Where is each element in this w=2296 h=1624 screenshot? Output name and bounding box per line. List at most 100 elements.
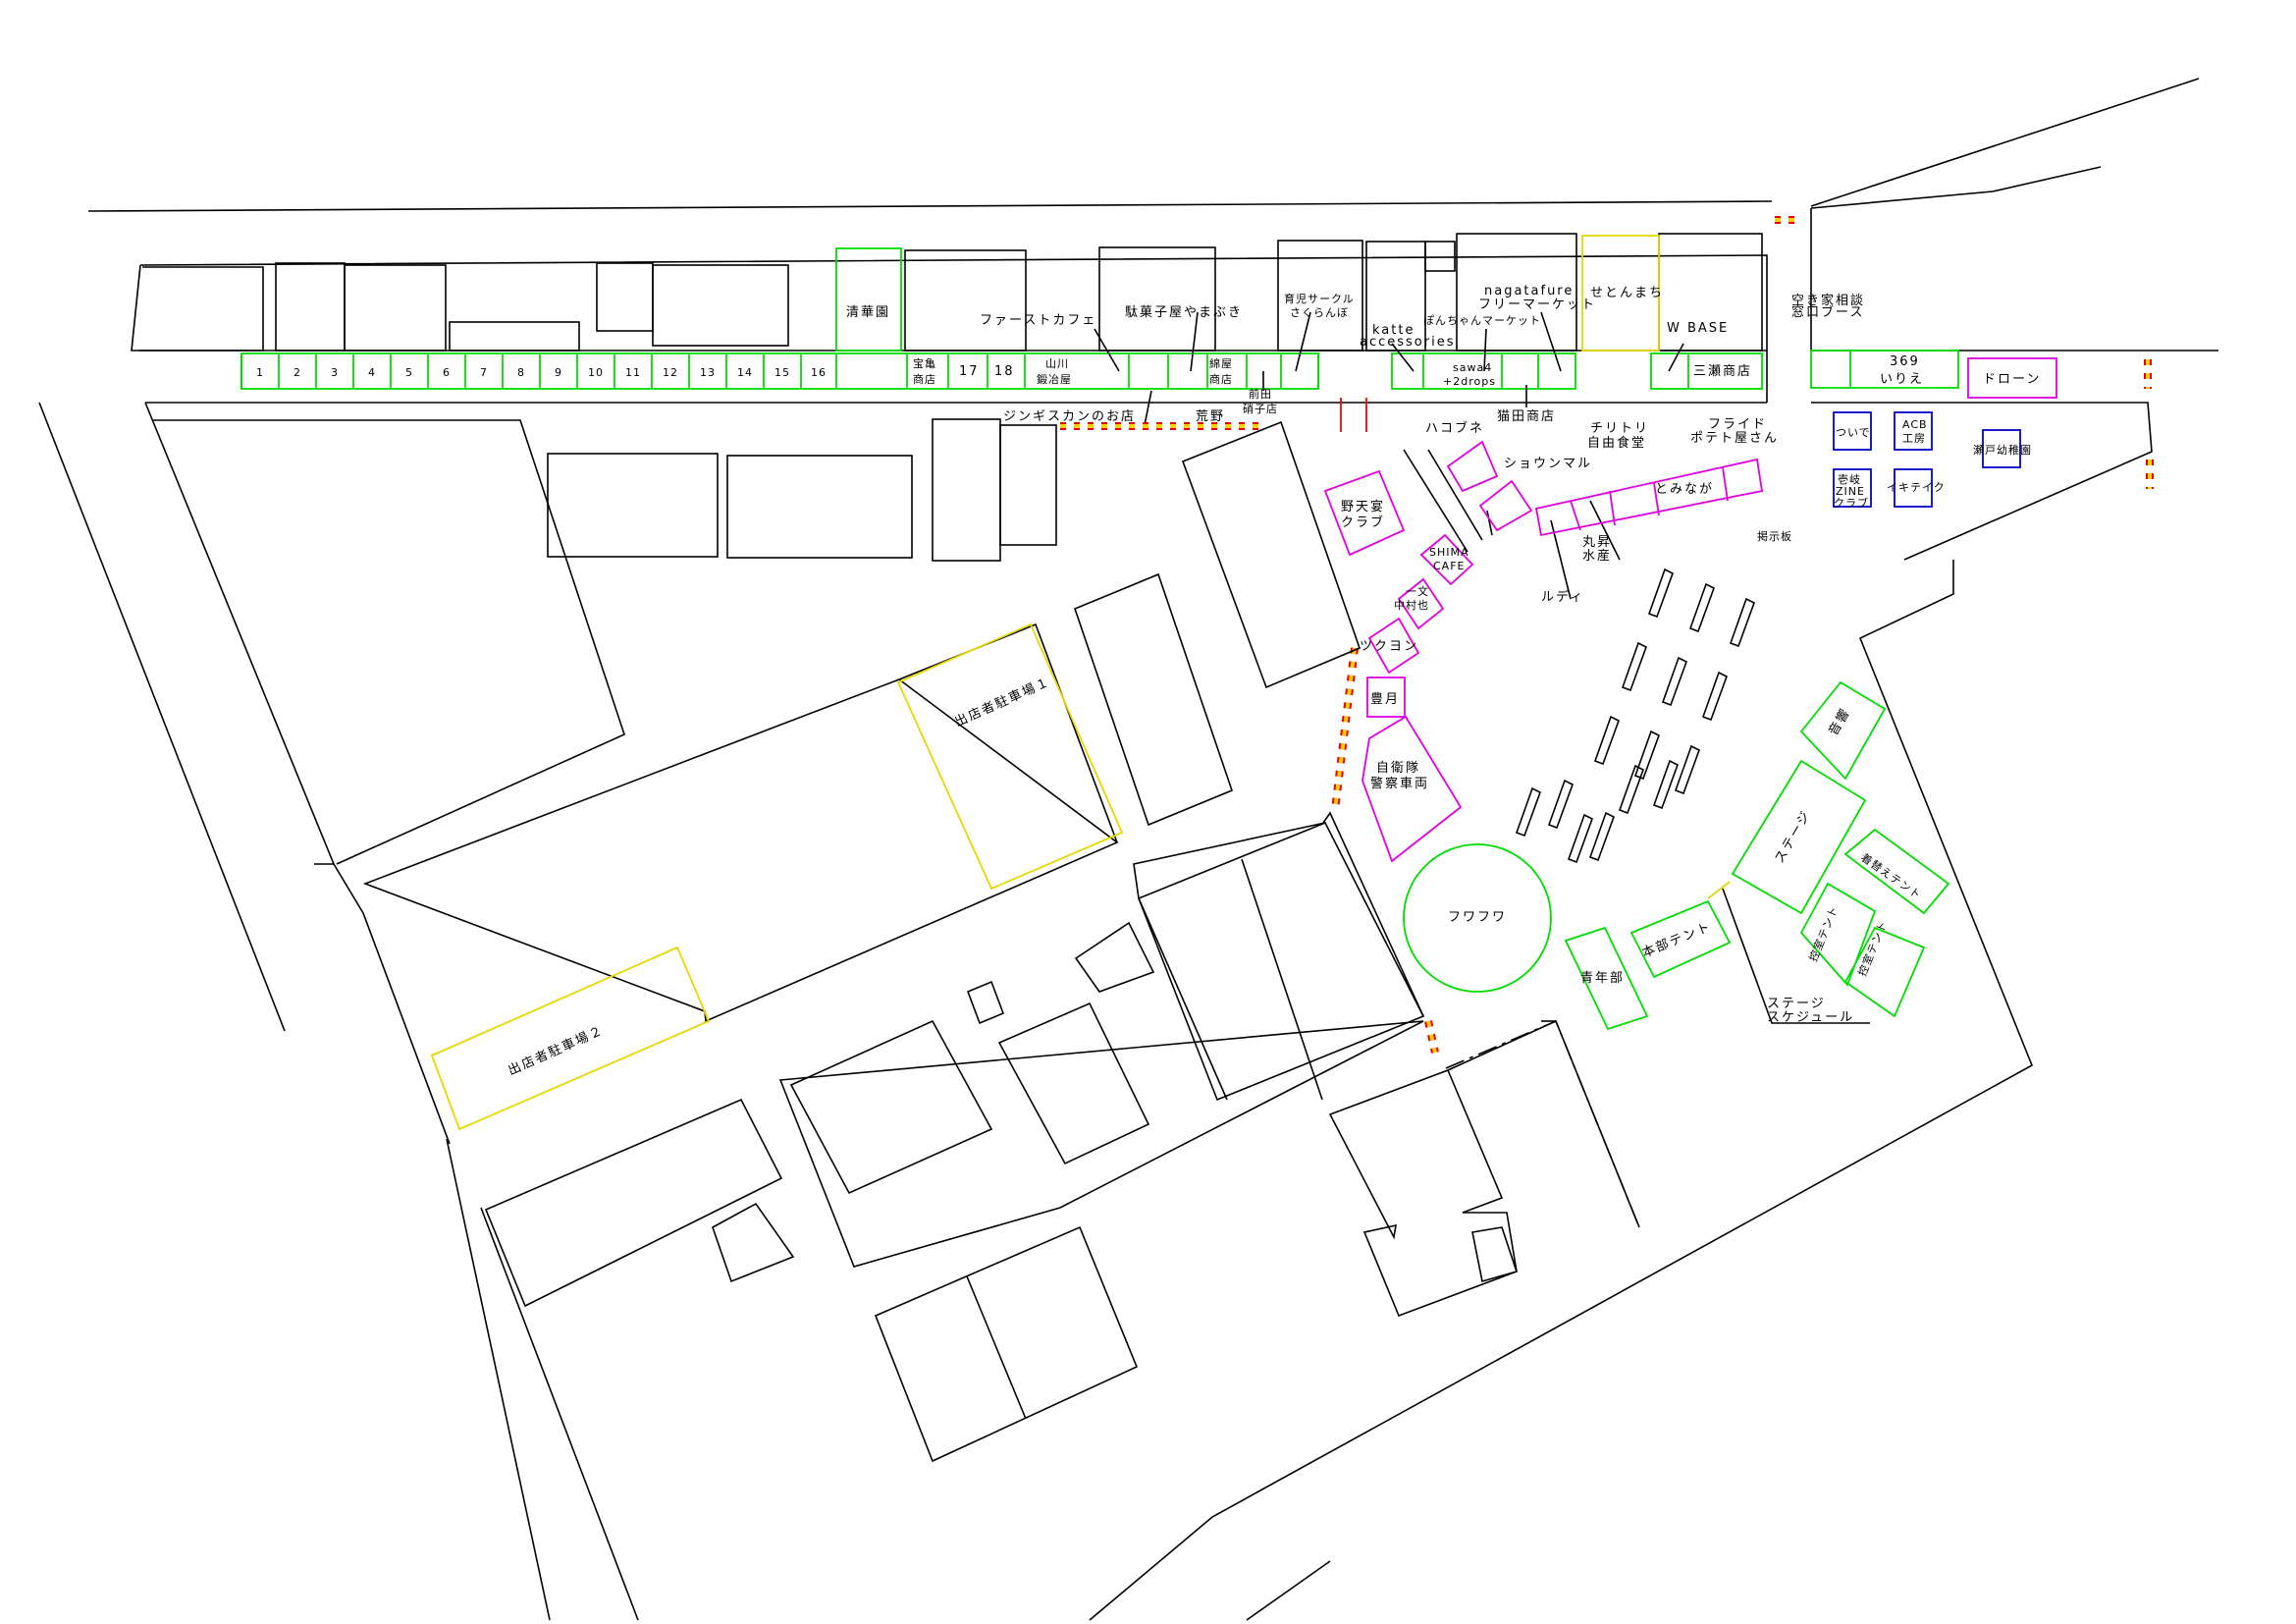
fried-line1: フライド [1708,417,1767,432]
stall-17: 17 [959,364,980,379]
nagatafure-line2: フリーマーケット [1478,298,1596,312]
watoya-line1: 綿屋 [1209,356,1233,370]
hodo-label: 音響 [1826,705,1854,738]
fuwafuwa-label: フワフワ [1448,910,1507,925]
dagashi-label: 駄菓子屋やまぶき [1125,305,1243,320]
stall-number-11: 11 [625,366,641,379]
drone-label: ドローン [1983,372,2041,387]
shima-line1: SHIMA [1429,546,1469,559]
wbase-label: W BASE [1667,321,1729,336]
road-lines [38,78,2218,1621]
jieitai-line2: 警察車両 [1370,776,1429,791]
maeda-line1: 前田 [1249,387,1272,401]
iriye-line1: 369 [1890,354,1920,369]
hogetsu-label: 豊月 [1370,692,1400,707]
nagatafure-line1: nagatafure [1484,284,1574,298]
iriye-line2: いりえ [1880,372,1924,387]
iki-zine-line3: クラブ [1834,496,1869,510]
sawa4-line2: +2drops [1443,375,1496,388]
seikaen-label: 清華園 [846,305,890,320]
katte-line1: katte [1372,323,1415,338]
parking-1-label: 出店者駐車場１ [953,675,1053,730]
iki-zine-line1: 壱岐 [1838,472,1861,486]
stall-number-1: 1 [256,366,264,379]
ponchan-label: ぽんちゃんマーケット [1423,314,1541,327]
arano-label: 荒野 [1196,409,1225,424]
nekota-label: 猫田商店 [1497,409,1556,424]
marusho-line1: 丸昇 [1582,535,1612,550]
chiritori-line2: 自由食堂 [1587,435,1646,451]
sawa4-line1: sawa4 [1453,361,1492,374]
stall-number-2: 2 [294,366,301,379]
stall-number-9: 9 [555,366,562,379]
stage-sched-line2: スケジュール [1767,1010,1854,1025]
stall-number-12: 12 [663,366,678,379]
ichibun-line1: 一文 [1406,584,1429,598]
north-buildings [139,233,1763,352]
stall-number-16: 16 [811,366,827,379]
yasukame-line2: 商店 [913,372,936,386]
plaza-tents-green [1564,680,1950,1031]
east-booths [1833,411,2021,508]
north-stall-row [240,350,2057,399]
stage-sched-line1: ステージ [1767,997,1826,1011]
ikuji-line1: 育児サークル [1284,292,1355,305]
plaza-tables [1515,568,1755,864]
akiya-line1: 空き家相談 [1791,293,1865,308]
genghis-label: ジンギスカンのお店 [1003,409,1136,424]
acb-line2: 工房 [1902,432,1926,445]
ikuji-line2: さくらんぼ [1290,306,1349,319]
yaten-line1: 野天宴 [1341,499,1385,514]
setonmachi-building [1581,235,1660,352]
stall-number-4: 4 [368,366,376,379]
mise-shoten-label: 三瀬商店 [1693,364,1752,379]
hakobune-label: ハコブネ [1425,420,1484,436]
stall-number-6: 6 [443,366,451,379]
first-cafe-label: ファーストカフェ [980,313,1096,328]
seikaen-building [835,247,902,352]
chiritori-line1: チリトリ [1590,421,1649,436]
tsuide-label: ついで [1836,426,1871,439]
shoun-label: ショウンマル [1504,457,1592,471]
seinen-label: 青年部 [1580,971,1625,986]
stall-number-14: 14 [737,366,753,379]
stall-number-10: 10 [588,366,604,379]
fuwafuwa-circle [1403,843,1552,993]
maeda-line2: 硝子店 [1243,402,1278,415]
barrier-dots [1060,216,2154,1054]
akiya-line2: 窓口ブース [1791,304,1864,320]
marusho-line2: 水産 [1582,548,1612,564]
stage-label: ステージ [1772,808,1814,866]
seto-youchien-label: 瀬戸幼稚園 [1973,443,2032,457]
shima-line2: CAFE [1433,560,1465,572]
rudi-label: ルディ [1541,589,1584,605]
iki-zine-line2: ZINE [1836,485,1865,498]
parking-2-label: 出店者駐車場２ [507,1023,607,1078]
stall-number-15: 15 [774,366,790,379]
acb-line1: ACB [1902,418,1928,431]
yasukame-line1: 宝亀 [913,356,936,370]
plaza-lines [1403,449,1621,600]
keijiban-label: 掲示板 [1757,529,1792,543]
stall-number-13: 13 [700,366,716,379]
fried-line2: ポテト屋さん [1690,431,1779,446]
yaten-line2: クラブ [1341,514,1385,530]
watoya-line2: 商店 [1209,372,1233,386]
stall-number-3: 3 [331,366,339,379]
stall-18: 18 [994,364,1015,379]
tsukuyomi-label: ツクヨン [1360,639,1418,654]
stall-number-7: 7 [480,366,488,379]
tominaga-label: とみなが [1655,482,1714,497]
setonmachi-label: せとんまち [1590,286,1664,300]
yamakawa-line2: 鍛冶屋 [1037,372,1072,386]
stall-number-5: 5 [405,366,413,379]
ikiteiku-label: イキテイク [1887,481,1946,494]
jieitai-line1: 自衛隊 [1376,760,1420,776]
katte-line2: accessories [1360,335,1456,350]
stall-number-8: 8 [517,366,525,379]
middle-buildings [152,418,1640,1463]
parking-areas [430,623,1124,1131]
leader-lines [1094,311,1684,431]
